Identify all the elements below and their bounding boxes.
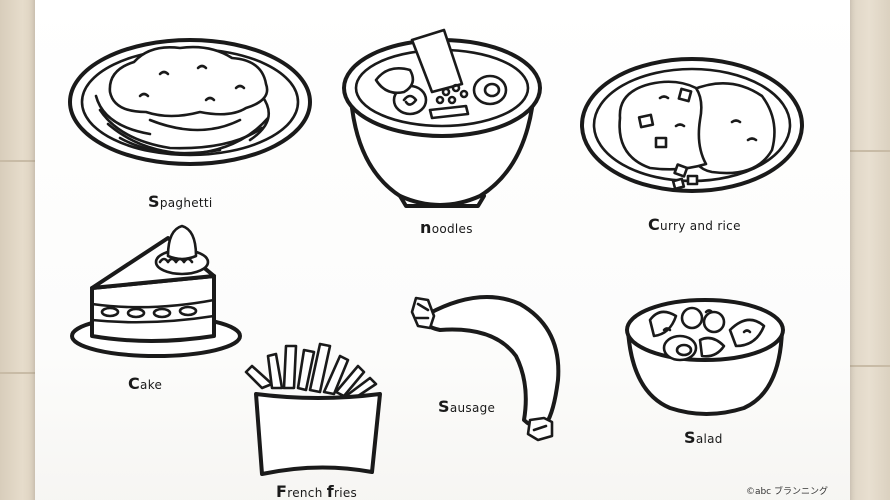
label-spaghetti: Spaghetti bbox=[148, 192, 213, 211]
label-initial: C bbox=[128, 374, 141, 393]
fries-illustration bbox=[244, 342, 382, 476]
label-rest: rench bbox=[287, 486, 327, 500]
floor-board-seam bbox=[838, 150, 890, 152]
label-initial: n bbox=[420, 218, 432, 237]
label-initial: S bbox=[684, 428, 696, 447]
label-salad: Salad bbox=[684, 428, 723, 447]
floor-board-seam bbox=[838, 365, 890, 367]
label-curry: Curry and rice bbox=[648, 215, 741, 234]
floor-board-seam bbox=[0, 372, 45, 374]
sausage-illustration bbox=[410, 294, 561, 442]
label-rest: alad bbox=[695, 432, 723, 446]
label-initial-2: f bbox=[326, 482, 334, 500]
label-french-fries: French fries bbox=[276, 482, 357, 500]
salad-illustration bbox=[625, 298, 785, 416]
label-noodles: noodles bbox=[420, 218, 473, 237]
label-initial: S bbox=[438, 397, 450, 416]
label-sausage: Sausage bbox=[438, 397, 495, 416]
curry-illustration bbox=[580, 57, 804, 193]
label-rest: ausage bbox=[449, 401, 496, 415]
floor-board-seam bbox=[0, 160, 45, 162]
label-initial: F bbox=[276, 482, 288, 500]
copyright-credit: ©abc ブランニング bbox=[745, 487, 828, 497]
noodles-illustration bbox=[342, 28, 542, 208]
label-initial: S bbox=[148, 192, 160, 211]
label-rest: oodles bbox=[431, 222, 473, 236]
label-rest: ake bbox=[140, 378, 163, 392]
label-cake: Cake bbox=[128, 374, 162, 393]
cake-illustration bbox=[70, 224, 242, 358]
label-initial: C bbox=[648, 215, 661, 234]
label-rest: paghetti bbox=[159, 196, 213, 210]
label-rest-2: ries bbox=[333, 486, 358, 500]
spaghetti-illustration bbox=[68, 38, 312, 166]
label-rest: urry and rice bbox=[660, 219, 741, 233]
